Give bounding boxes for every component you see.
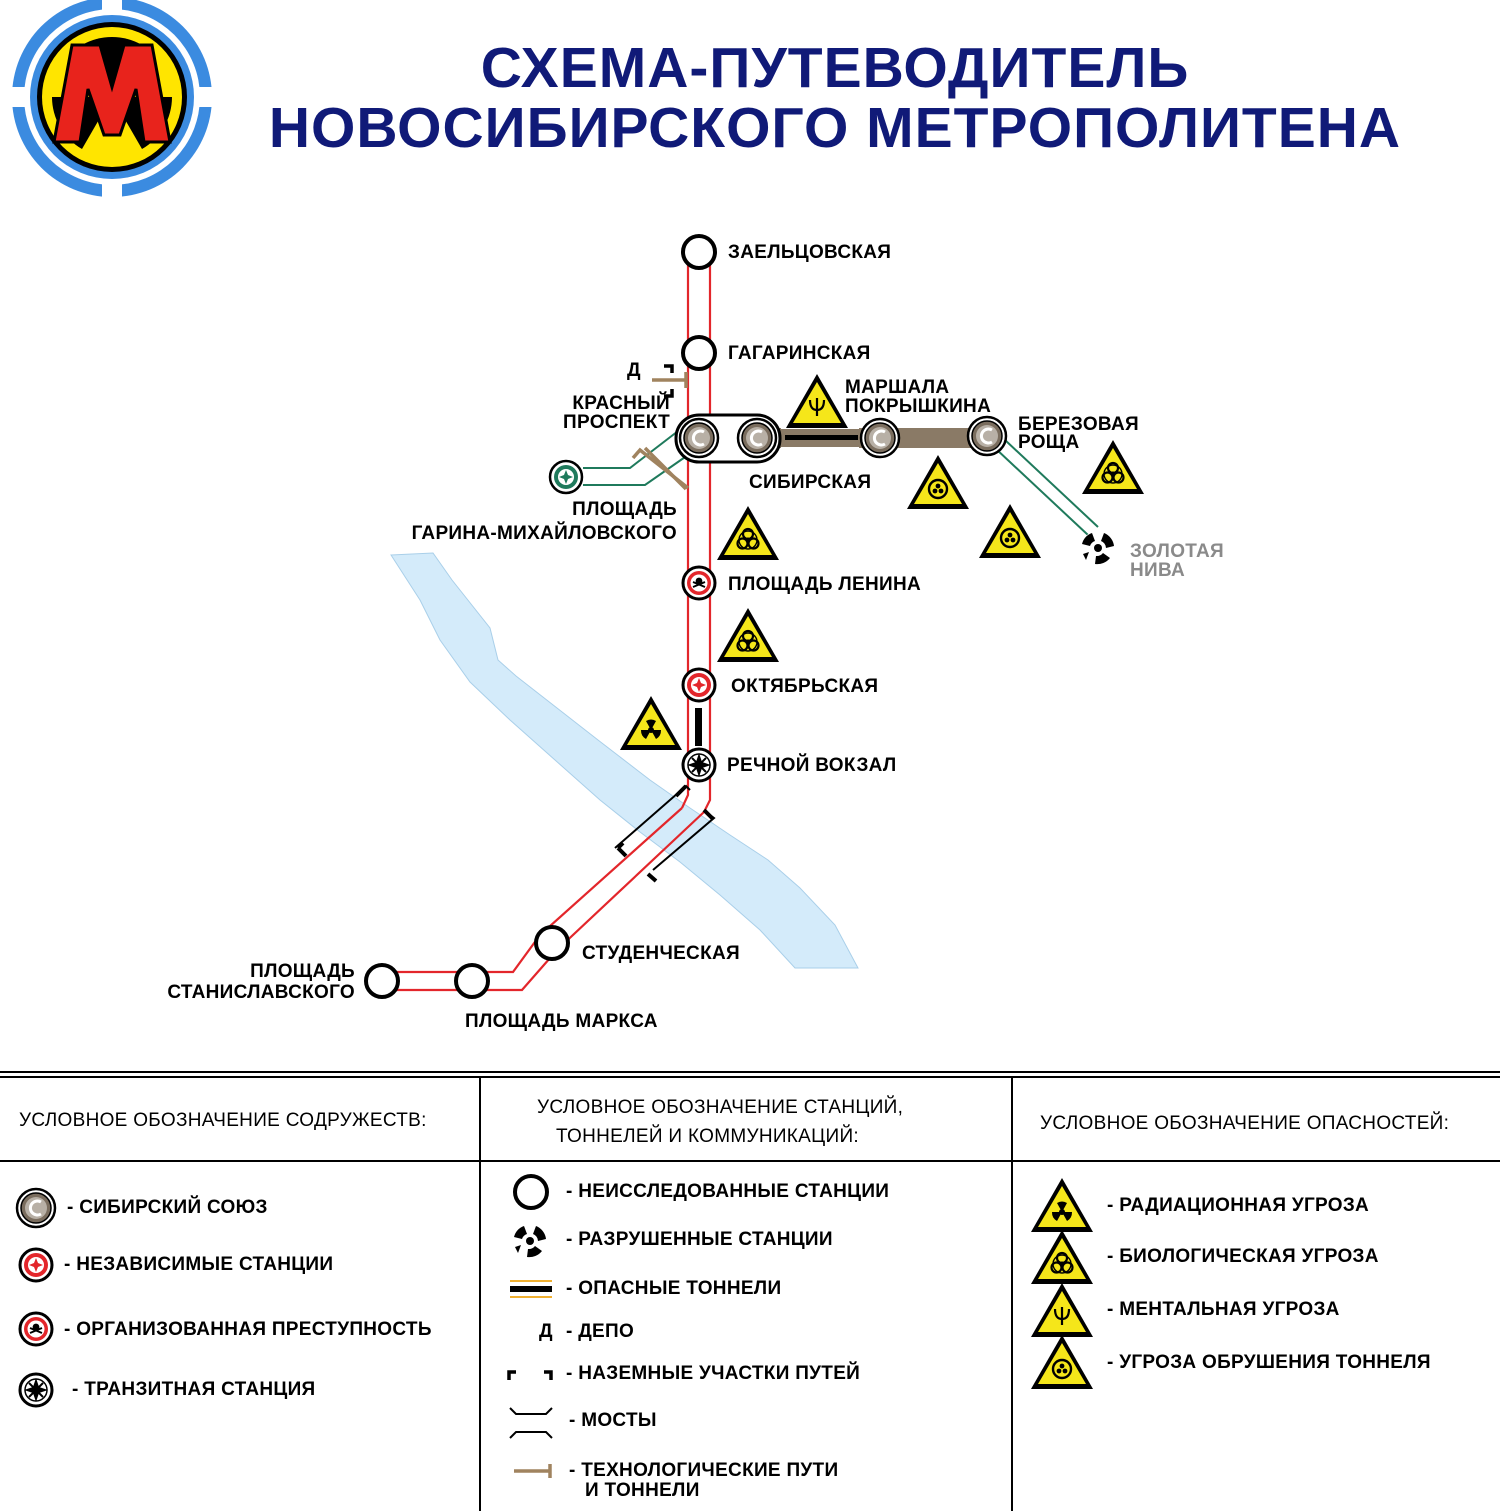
legend-biohazard: - БИОЛОГИЧЕСКАЯ УГРОЗА [1107, 1246, 1379, 1267]
surface-section-marks [616, 784, 715, 883]
station-oktyabrskaya [681, 667, 717, 703]
label-studencheskaya: СТУДЕНЧЕСКАЯ [582, 943, 740, 964]
unexplored-station-icon [513, 1174, 549, 1210]
depot-marks [664, 364, 674, 398]
independent-station-icon [18, 1247, 54, 1283]
legend-destroyed: - РАЗРУШЕННЫЕ СТАНЦИИ [566, 1229, 833, 1250]
station-zolotaya-niva [1081, 531, 1115, 565]
station-ploshchad-stanislavskogo [364, 963, 400, 999]
station-ploshchad-garina [548, 459, 584, 495]
label-garina-1: ПЛОЩАДЬ [572, 499, 677, 520]
dangerous-tunnel [695, 708, 702, 746]
legend-frame [0, 1071, 1500, 1511]
mental-hazard-icon [1031, 1283, 1093, 1337]
station-studencheskaya [534, 925, 570, 961]
biohazard-icon [1031, 1230, 1093, 1284]
legend-unexplored: - НЕИССЛЕДОВАННЫЕ СТАНЦИИ [566, 1181, 890, 1202]
legend-mental: - МЕНТАЛЬНАЯ УГРОЗА [1107, 1299, 1340, 1320]
station-ploshchad-lenina [681, 565, 717, 601]
station-rechnoy-vokzal [681, 747, 717, 783]
mental-hazard-icon [786, 374, 848, 428]
technical-tunnel-icon [514, 1464, 552, 1478]
label-gagarinskaya: ГАГАРИНСКАЯ [728, 343, 871, 364]
label-ploshchad-marksa: ПЛОЩАДЬ МАРКСА [465, 1011, 658, 1032]
label-krasny-prospekt-1: КРАСНЫЙ [572, 393, 670, 414]
legend-dangerous-tunnels: - ОПАСНЫЕ ТОННЕЛИ [566, 1278, 782, 1299]
surface-section-icon [507, 1370, 553, 1380]
label-oktyabrskaya: ОКТЯБРЬСКАЯ [731, 676, 879, 697]
station-krasny-prospekt-interchange [674, 413, 782, 464]
legend-organized-crime: - ОРГАНИЗОВАННАЯ ПРЕСТУПНОСТЬ [64, 1319, 432, 1340]
station-ploshchad-marksa [454, 963, 490, 999]
page-title-line2: НОВОСИБИРСКОГО МЕТРОПОЛИТЕНА [268, 96, 1402, 160]
legend-transit: - ТРАНЗИТНАЯ СТАНЦИЯ [72, 1379, 316, 1400]
legend-technical-tunnels-2: И ТОННЕЛИ [585, 1480, 700, 1501]
biohazard-icon [717, 608, 779, 662]
legend-radiation: - РАДИАЦИОННАЯ УГРОЗА [1107, 1195, 1370, 1216]
station-marshala-pokryshkina [859, 417, 901, 459]
transit-station-icon [18, 1372, 54, 1408]
biohazard-icon [717, 506, 779, 560]
legend-factions-heading: УСЛОВНОЕ ОБОЗНАЧЕНИЕ СОДРУЖЕСТВ: [19, 1110, 427, 1131]
tunnel-collapse-hazard-icon [1031, 1335, 1093, 1389]
label-zolotaya-niva-1: ЗОЛОТАЯ [1130, 541, 1224, 562]
bridge-icon [509, 1407, 553, 1439]
biohazard-icon [1082, 440, 1144, 494]
legend-independent: - НЕЗАВИСИМЫЕ СТАНЦИИ [64, 1254, 334, 1275]
label-stanislavskogo-1: ПЛОЩАДЬ [250, 961, 355, 982]
tunnel-collapse-hazard-icon [979, 504, 1041, 558]
legend-stations-heading-2: ТОННЕЛЕЙ И КОММУНИКАЦИЙ: [556, 1126, 859, 1147]
river [390, 552, 859, 969]
page-title-line1: СХЕМА-ПУТЕВОДИТЕЛЬ [480, 36, 1190, 100]
legend-hazards-heading: УСЛОВНОЕ ОБОЗНАЧЕНИЕ ОПАСНОСТЕЙ: [1040, 1113, 1450, 1134]
legend-bridges: - МОСТЫ [569, 1410, 657, 1431]
dangerous-tunnel-icon [510, 1280, 552, 1298]
label-marshala-1: МАРШАЛА [845, 377, 950, 398]
label-sibirskaya: СИБИРСКАЯ [749, 472, 872, 493]
depot-label: Д [627, 360, 641, 381]
metro-logo-icon [10, 0, 214, 199]
siberian-union-icon [15, 1187, 57, 1229]
station-berezovaya-roshcha [966, 415, 1008, 457]
legend-tunnel-collapse: - УГРОЗА ОБРУШЕНИЯ ТОННЕЛЯ [1107, 1352, 1431, 1373]
organized-crime-icon [18, 1311, 54, 1347]
destroyed-station-icon [513, 1224, 547, 1258]
legend-siberian-union: - СИБИРСКИЙ СОЮЗ [67, 1197, 268, 1218]
label-stanislavskogo-2: СТАНИСЛАВСКОГО [167, 982, 355, 1003]
technical-tunnel [631, 372, 690, 491]
label-berezovaya-1: БЕРЕЗОВАЯ [1018, 414, 1139, 435]
legend-depot-symbol: Д [539, 1321, 553, 1342]
tunnel-collapse-hazard-icon [907, 455, 969, 509]
label-zolotaya-niva-2: НИВА [1130, 560, 1186, 581]
radiation-hazard-icon [1031, 1178, 1093, 1232]
legend-stations-heading-1: УСЛОВНОЕ ОБОЗНАЧЕНИЕ СТАНЦИЙ, [537, 1097, 904, 1118]
station-gagarinskaya [681, 335, 717, 371]
label-berezovaya-2: РОЩА [1018, 432, 1080, 453]
label-krasny-prospekt-2: ПРОСПЕКТ [563, 412, 670, 433]
green-line [583, 427, 1099, 536]
label-marshala-2: ПОКРЫШКИНА [845, 396, 992, 417]
label-rechnoy-vokzal: РЕЧНОЙ ВОКЗАЛ [727, 755, 897, 776]
legend-depot: - ДЕПО [566, 1321, 635, 1342]
label-zaeltsovskaya: ЗАЕЛЬЦОВСКАЯ [728, 242, 892, 263]
label-garina-2: ГАРИНА-МИХАЙЛОВСКОГО [411, 523, 677, 544]
label-ploshchad-lenina: ПЛОЩАДЬ ЛЕНИНА [728, 574, 922, 595]
legend-surface-sections: - НАЗЕМНЫЕ УЧАСТКИ ПУТЕЙ [566, 1363, 861, 1384]
station-zaeltsovskaya [681, 234, 717, 270]
radiation-hazard-icon [620, 696, 682, 750]
legend-technical-tunnels-1: - ТЕХНОЛОГИЧЕСКИЕ ПУТИ [569, 1460, 839, 1481]
